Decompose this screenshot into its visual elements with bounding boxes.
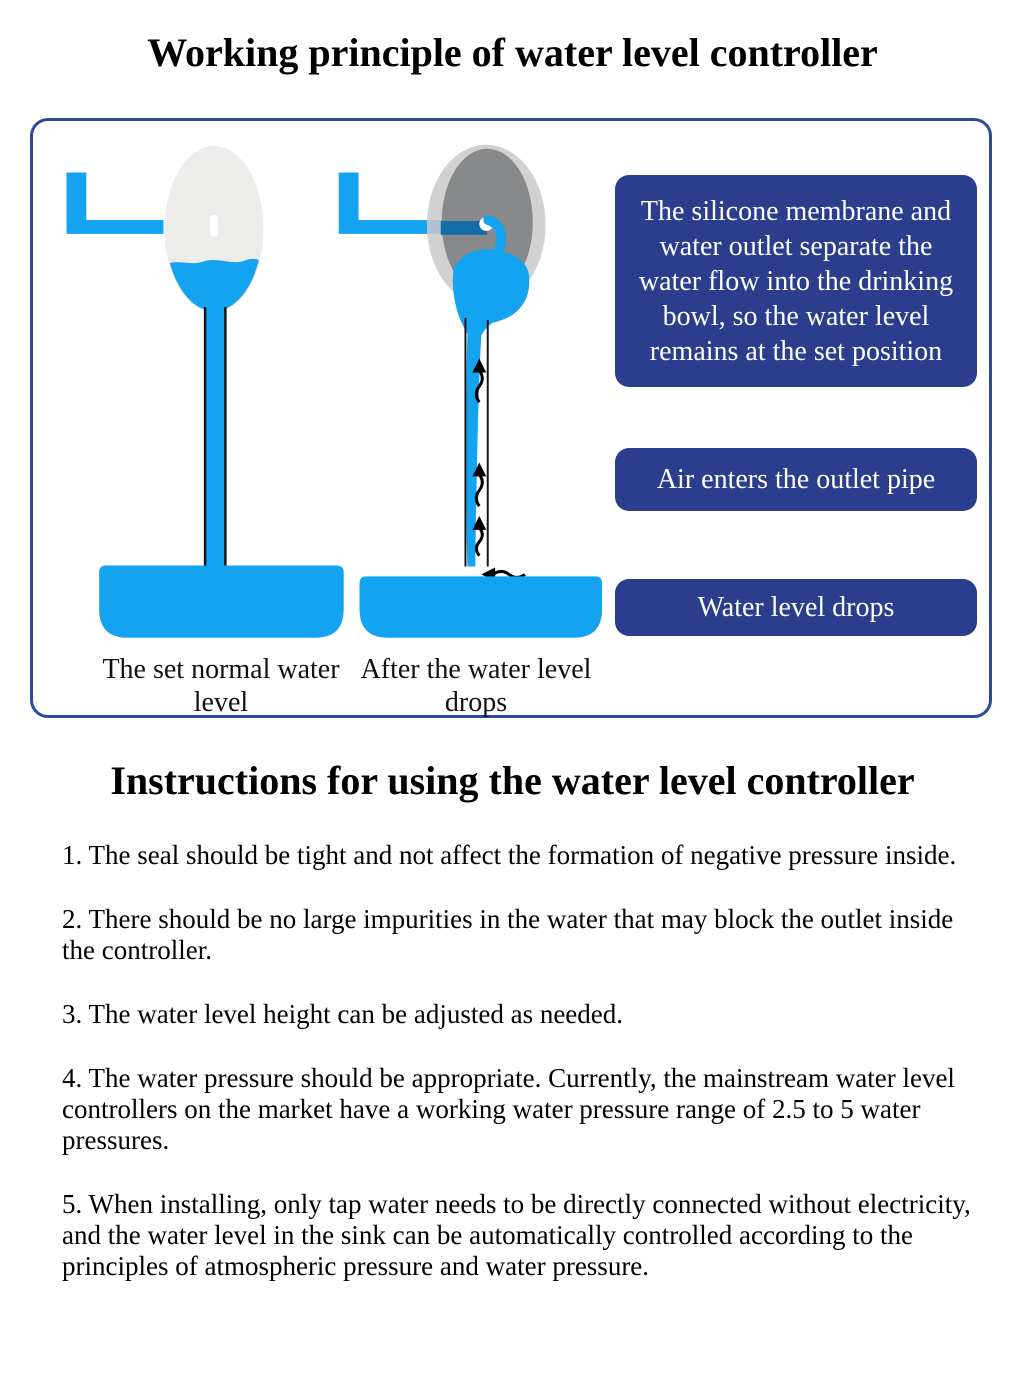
left-outlet-hole [210, 215, 218, 237]
page-title: Working principle of water level control… [147, 30, 878, 75]
water-controller-diagram [66, 144, 603, 638]
instruction-item-1: 1. The seal should be tight and not affe… [62, 840, 957, 870]
left-drinking-bowl [99, 565, 344, 638]
left-apparatus [66, 145, 344, 638]
caption-after-level-drops: After the water level drops [360, 654, 592, 718]
instructions-title: Instructions for using the water level c… [110, 758, 915, 803]
air-arrow-up-icon [472, 462, 487, 508]
callout-air-enters: Air enters the outlet pipe [615, 448, 977, 511]
left-chamber-water [165, 258, 263, 312]
right-apparatus [338, 144, 603, 638]
instruction-item-4: 4. The water pressure should be appropri… [62, 1063, 955, 1155]
left-outlet-tube [204, 307, 226, 571]
right-inlet-pipe-inside-chamber [440, 220, 488, 235]
chamber-water-pool [452, 249, 530, 336]
instruction-item-5: 5. When installing, only tap water needs… [62, 1189, 971, 1281]
right-drinking-bowl [359, 576, 603, 638]
caption-set-normal-level: The set normal water level [102, 654, 340, 718]
instructions-list: 1. The seal should be tight and not affe… [62, 840, 972, 1315]
left-inlet-pipe-icon [66, 172, 164, 234]
air-arrow-up-icon [472, 358, 487, 404]
diagram-panel: The set normal water level After the wat… [30, 118, 992, 718]
callout-water-level-drops: Water level drops [615, 579, 977, 636]
callout-silicone-membrane: The silicone membrane and water outlet s… [615, 175, 977, 387]
air-arrow-up-icon [472, 516, 487, 557]
instruction-item-2: 2. There should be no large impurities i… [62, 904, 954, 965]
instruction-item-3: 3. The water level height can be adjuste… [62, 999, 624, 1029]
